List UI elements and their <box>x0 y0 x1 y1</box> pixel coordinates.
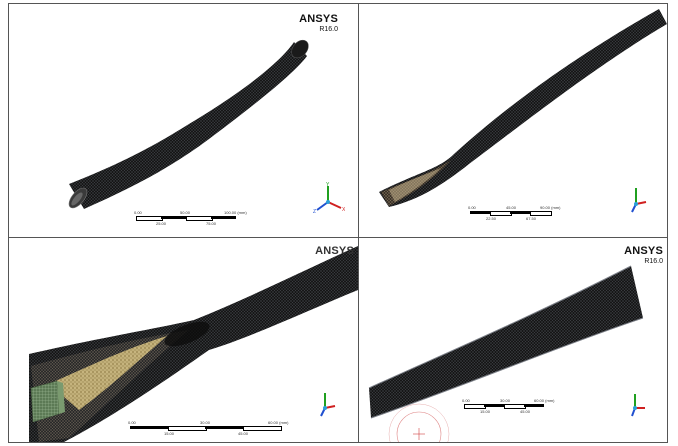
viewport-bottom-right: ANSYS R16.0 0.00 30.00 60.00 (mm) 15.00 … <box>359 238 667 442</box>
axis-triad-icon: X Y Z <box>313 182 345 215</box>
viewport-top-right: 0.00 45.00 90.00 (mm) 22.50 67.50 <box>359 4 667 237</box>
nozzle-mesh-section-view <box>379 9 667 207</box>
svg-text:Y: Y <box>326 182 330 188</box>
logo-brand: ANSYS <box>624 245 663 257</box>
svg-text:X: X <box>342 207 345 213</box>
logo-version: R16.0 <box>644 258 663 265</box>
scale-tick: 15.00 <box>164 431 175 436</box>
scale-tick: 0.00 <box>128 420 136 425</box>
nozzle-mesh-outlet-view <box>368 265 644 442</box>
axis-triad-icon <box>631 188 647 213</box>
scale-tick: 30.00 <box>200 420 211 425</box>
scale-tick: 67.50 <box>526 216 537 221</box>
scale-tick: 25.00 <box>156 221 167 226</box>
scale-tick: 30.00 <box>500 398 511 403</box>
nozzle-mesh-full-view <box>68 39 309 209</box>
scale-bar: 0.00 50.00 100.00 (mm) 25.00 75.00 <box>134 210 247 230</box>
scale-tick: 0.00 <box>468 205 476 210</box>
scale-tick: 45.00 <box>238 431 249 436</box>
panel-divider-vertical <box>358 3 359 443</box>
axis-triad-icon <box>631 394 645 417</box>
scale-tick: 0.00 <box>462 398 470 403</box>
scale-tick: 100.00 (mm) <box>224 210 247 215</box>
scale-bar: 0.00 30.00 60.00 (mm) 15.00 45.00 <box>128 420 288 440</box>
viewport-bottom-left: ANSYS 0.00 30.00 60.00 (mm) 15.00 45.00 <box>9 238 358 442</box>
viewport-top-left: ANSYS R16.0 0.00 50.00 100.00 (mm) 25.00… <box>9 4 358 237</box>
scale-tick: 50.00 <box>180 210 191 215</box>
panel-divider-horizontal <box>8 237 668 238</box>
scale-tick: 22.50 <box>486 216 497 221</box>
scale-tick: 60.00 (mm) <box>268 420 289 425</box>
scale-tick: 60.00 (mm) <box>534 398 555 403</box>
ansys-logo: ANSYS R16.0 <box>299 13 338 34</box>
scale-tick: 75.00 <box>206 221 217 226</box>
scale-bar: 0.00 30.00 60.00 (mm) 15.00 45.00 <box>462 398 554 418</box>
axis-triad-icon <box>320 393 336 417</box>
scale-tick: 15.00 <box>480 409 491 414</box>
logo-brand: ANSYS <box>299 13 338 25</box>
ansys-logo: ANSYS <box>315 246 354 257</box>
scale-tick: 0.00 <box>134 210 142 215</box>
logo-brand: ANSYS <box>315 245 354 257</box>
nozzle-mesh-zoom-view <box>29 246 358 442</box>
svg-text:Z: Z <box>313 209 316 215</box>
scale-tick: 45.00 <box>506 205 517 210</box>
logo-version: R16.0 <box>319 26 338 33</box>
scale-bar: 0.00 45.00 90.00 (mm) 22.50 67.50 <box>468 205 560 225</box>
ansys-logo: ANSYS R16.0 <box>624 245 663 266</box>
scale-tick: 45.00 <box>520 409 531 414</box>
scale-tick: 90.00 (mm) <box>540 205 561 210</box>
